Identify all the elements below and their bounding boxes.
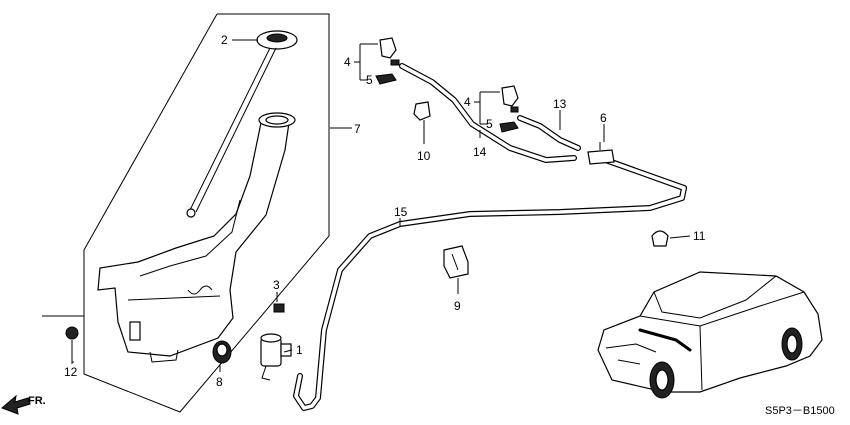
callout-6: 6 <box>600 111 607 125</box>
front-arrow-icon <box>1 394 31 415</box>
callout-11: 11 <box>693 229 706 243</box>
callout-3: 3 <box>273 278 280 292</box>
washer-nozzle-right <box>501 85 519 113</box>
callout-4-left: 4 <box>344 55 351 69</box>
nozzle-gasket-left <box>375 73 397 85</box>
front-indicator-label: FR. <box>28 395 46 407</box>
callout-9: 9 <box>454 299 461 313</box>
callout-1: 1 <box>296 343 303 357</box>
washer-pump <box>260 333 292 381</box>
reservoir-cap-and-gauge <box>186 30 298 218</box>
callout-5-right: 5 <box>486 117 493 131</box>
small-fitting <box>273 303 285 313</box>
hose-clip-10 <box>413 101 431 121</box>
callout-10: 10 <box>417 149 431 163</box>
nozzle-gasket-right <box>499 121 519 133</box>
tube-joint <box>587 142 615 165</box>
washer-tube-main <box>293 155 687 411</box>
callout-2: 2 <box>221 33 228 47</box>
pump-grommet <box>212 340 232 364</box>
reservoir-frame <box>83 13 330 413</box>
vehicle-location-illustration <box>597 271 823 399</box>
callout-15: 15 <box>394 205 408 219</box>
washer-reservoir-tank <box>97 112 296 363</box>
callout-13: 13 <box>553 97 567 111</box>
washer-tube-13 <box>517 115 581 151</box>
washer-tube-14 <box>399 63 577 163</box>
callout-12: 12 <box>64 365 78 379</box>
callout-7: 7 <box>354 122 361 136</box>
diagram-code: S5P3－B1500 <box>765 405 835 417</box>
hose-clip-11 <box>651 230 669 247</box>
callout-8: 8 <box>216 375 223 389</box>
callout-4-right: 4 <box>464 95 471 109</box>
callout-14: 14 <box>473 145 487 159</box>
leader-lines <box>71 39 691 372</box>
callout-5-left: 5 <box>366 73 373 87</box>
hose-clip-9 <box>443 245 469 279</box>
washer-nozzle-left <box>379 37 400 66</box>
mounting-bolt <box>42 315 84 363</box>
